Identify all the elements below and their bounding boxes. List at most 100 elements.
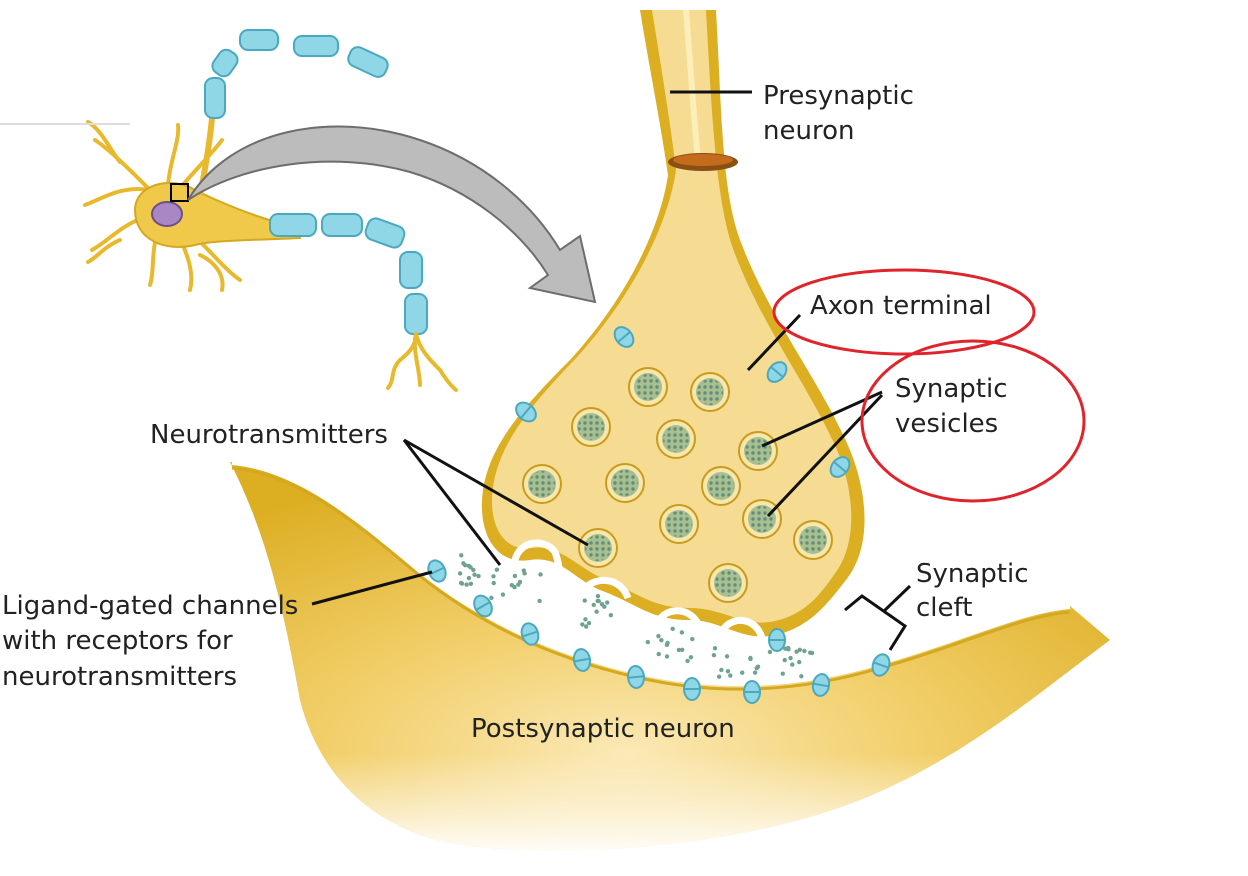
neurotransmitter-particle	[471, 567, 476, 573]
neurotransmitter-particle	[500, 592, 506, 597]
neurotransmitter-particle	[461, 561, 466, 566]
neurotransmitter-particle	[755, 664, 761, 669]
ligand-gated-channel	[613, 326, 635, 348]
synaptic-vesicle	[690, 372, 730, 412]
leader-lines	[311, 90, 912, 651]
neurotransmitter-particle	[659, 637, 664, 643]
neurotransmitter-particles	[457, 553, 815, 679]
neurotransmitter-particle	[716, 674, 722, 679]
synaptic-vesicle	[742, 499, 782, 539]
neurotransmitter-particle	[664, 654, 670, 659]
ligand-gated-channel	[829, 456, 851, 478]
synaptic-vesicles-label-line2: vesicles	[895, 409, 998, 439]
neurotransmitter-particle	[595, 593, 601, 599]
labels: Presynaptic neuron Axon terminal Synapti…	[2, 81, 1029, 744]
neurotransmitter-particle	[594, 609, 599, 614]
neurotransmitter-particle	[494, 567, 500, 572]
neurotransmitter-particle	[457, 571, 463, 576]
neurotransmitter-particle	[596, 598, 601, 604]
synaptic-vesicle	[659, 504, 699, 544]
neurotransmitter-particle	[459, 553, 464, 558]
synaptic-cleft-label-line1: Synaptic	[916, 559, 1029, 589]
neurotransmitter-particle	[712, 646, 718, 651]
neurotransmitter-particle	[472, 572, 477, 577]
neurotransmitter-particle	[583, 624, 589, 629]
ligand-gated-channel	[683, 677, 701, 701]
synaptic-vesicle	[656, 419, 696, 459]
neurotransmitter-particle	[690, 636, 695, 642]
neurotransmitter-particle	[797, 647, 802, 652]
ligand-gated-channel	[515, 401, 537, 423]
presynaptic-label-line1: Presynaptic	[763, 81, 914, 111]
neurotransmitter-particle	[752, 670, 758, 675]
neurotransmitter-particle	[645, 639, 651, 645]
synaptic-vesicle	[738, 431, 778, 471]
neurotransmitter-particle	[476, 573, 481, 579]
neurotransmitter-particle	[491, 574, 496, 579]
neurotransmitter-particle	[605, 600, 610, 605]
neurotransmitter-particle	[516, 582, 521, 587]
whole-neuron-illustration	[0, 29, 458, 392]
neurotransmitter-particle	[679, 647, 685, 652]
synaptic-vesicles-highlight	[860, 339, 1086, 503]
neurotransmitter-particle	[656, 633, 661, 639]
neurotransmitter-particle	[670, 626, 675, 632]
neurotransmitter-particle	[512, 573, 518, 579]
neurotransmitter-particle	[679, 630, 685, 635]
synaptic-vesicle	[578, 528, 618, 568]
neurotransmitter-particle	[676, 647, 682, 653]
neurotransmitter-particle	[740, 670, 745, 675]
neurotransmitter-particle	[780, 671, 785, 676]
neurotransmitter-particle	[538, 572, 543, 577]
neurotransmitter-particle	[711, 653, 717, 658]
ligand-gated-channel	[572, 648, 592, 672]
synaptic-vesicle	[571, 407, 611, 447]
neurotransmitter-particle	[591, 602, 596, 608]
neurotransmitter-particle	[767, 649, 773, 655]
ligand-label-line2: with receptors for	[2, 626, 233, 656]
neurotransmitter-particle	[582, 598, 587, 603]
neurotransmitter-particle	[790, 662, 795, 667]
neurotransmitter-particle	[688, 655, 694, 660]
neurotransmitter-particle	[797, 659, 802, 665]
neurotransmitter-particle	[807, 650, 813, 655]
neurotransmitter-particle	[665, 640, 670, 646]
neurotransmitter-particle	[728, 673, 733, 678]
neurotransmitter-particle	[489, 595, 494, 601]
membrane-channels	[427, 326, 891, 704]
axon-terminal-highlight	[772, 268, 1036, 356]
neurotransmitter-particle	[799, 674, 804, 679]
neurotransmitter-particle	[602, 604, 607, 609]
neurotransmitter-particle	[782, 657, 787, 663]
highlight-annotations	[772, 268, 1086, 503]
ligand-label-line3: neurotransmitters	[2, 662, 237, 692]
neurotransmitter-particle	[464, 582, 469, 587]
neurotransmitter-particle	[786, 645, 791, 651]
postsynaptic-label: Postsynaptic neuron	[471, 714, 735, 744]
neurotransmitter-particle	[586, 620, 592, 626]
neurotransmitter-particle	[656, 651, 661, 657]
neurotransmitter-particle	[459, 581, 465, 586]
ligand-gated-channel	[473, 594, 493, 618]
synaptic-vesicle	[628, 367, 668, 407]
neurotransmitter-particle	[522, 571, 527, 576]
ligand-gated-channel	[520, 622, 540, 646]
neurotransmitter-particle	[719, 667, 724, 673]
synaptic-vesicle	[701, 466, 741, 506]
fusing-vesicles	[511, 539, 766, 640]
synaptic-vesicles-label-line1: Synaptic	[895, 374, 1008, 404]
neurotransmitter-particle	[794, 649, 799, 654]
neurotransmitter-particle	[468, 565, 473, 570]
neurotransmitter-particle	[788, 655, 793, 661]
synaptic-vesicle	[793, 520, 833, 560]
synaptic-vesicle	[605, 463, 645, 503]
ligand-label-line1: Ligand-gated channels	[2, 591, 298, 621]
ligand-gated-channel	[743, 680, 761, 704]
ligand-gated-channel	[768, 628, 786, 652]
neurotransmitter-particle	[509, 583, 515, 588]
synaptic-vesicle	[522, 464, 562, 504]
neurotransmitter-particle	[748, 656, 753, 662]
ligand-gated-channel	[871, 653, 891, 677]
axon-terminal-label: Axon terminal	[810, 291, 992, 321]
